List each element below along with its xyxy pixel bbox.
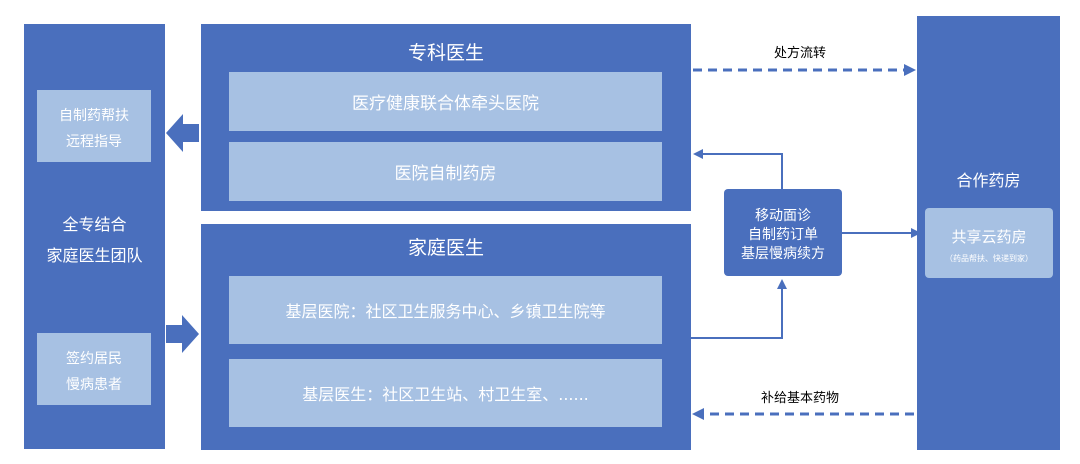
family-doctor-title: 家庭医生: [407, 237, 484, 259]
hub-to-hospital-pharmacy-line: [703, 153, 783, 189]
contracted-residents-box: 签约居民 慢病患者: [37, 333, 151, 405]
basic-drug-supply-label: 补给基本药物: [760, 391, 839, 406]
chronic-prescription-renewal-label: 基层慢病续方: [741, 246, 825, 262]
hub-to-shared-pharmacy-arrowhead-icon: [911, 228, 921, 238]
medical-alliance-hospital-label: 医疗健康联合体牵头医院: [352, 94, 539, 114]
contracted-residents-label: 签约居民: [66, 351, 122, 367]
primary-hospital-label: 基层医院：社区卫生服务中心、乡镇卫生院等: [285, 302, 606, 321]
specialist-doctor-title: 专科医生: [407, 42, 484, 64]
hospital-pharmacy-label: 医院自制药房: [394, 164, 497, 184]
chronic-patients-label: 慢病患者: [66, 377, 122, 393]
partner-pharmacy-title: 合作药房: [956, 171, 1021, 190]
team-title-line2: 家庭医生团队: [46, 246, 143, 265]
hub-to-hospital-pharmacy-arrowhead-icon: [693, 149, 703, 159]
self-made-drug-support-box: 自制药帮扶 远程指导: [37, 90, 151, 162]
basic-drug-supply-arrowhead-icon: [692, 408, 704, 420]
remote-guidance-label: 远程指导: [66, 134, 122, 150]
self-made-drug-order-label: 自制药订单: [748, 227, 818, 243]
self-made-drug-support-label: 自制药帮扶: [59, 108, 129, 124]
primary-hospital-to-hub-line: [662, 289, 783, 339]
primary-doctor-row: 基层医生：社区卫生站、村卫生室、......: [229, 359, 662, 427]
prescription-flow-label: 处方流转: [773, 46, 826, 61]
medical-alliance-hospital-row: 医疗健康联合体牵头医院: [229, 72, 662, 131]
mobile-consultation-label: 移动面诊: [755, 208, 811, 224]
primary-doctor-label: 基层医生：社区卫生站、村卫生室、......: [302, 385, 589, 404]
team-title-line1: 全专结合: [62, 215, 127, 234]
shared-cloud-pharmacy-sub: （药品帮扶、快递到家）: [945, 254, 1033, 263]
shared-cloud-pharmacy-box: 共享云药房 （药品帮扶、快递到家）: [925, 208, 1053, 278]
prescription-flow-arrowhead-icon: [904, 64, 916, 76]
mobile-consultation-hub: 移动面诊 自制药订单 基层慢病续方: [724, 189, 842, 276]
primary-hospital-row: 基层医院：社区卫生服务中心、乡镇卫生院等: [229, 276, 662, 344]
left-block-arrow-icon: [166, 114, 199, 152]
shared-cloud-pharmacy-label: 共享云药房: [951, 228, 1027, 246]
hospital-pharmacy-row: 医院自制药房: [229, 142, 662, 201]
primary-hospital-to-hub-arrowhead-icon: [777, 279, 787, 289]
right-block-arrow-icon: [166, 315, 199, 353]
